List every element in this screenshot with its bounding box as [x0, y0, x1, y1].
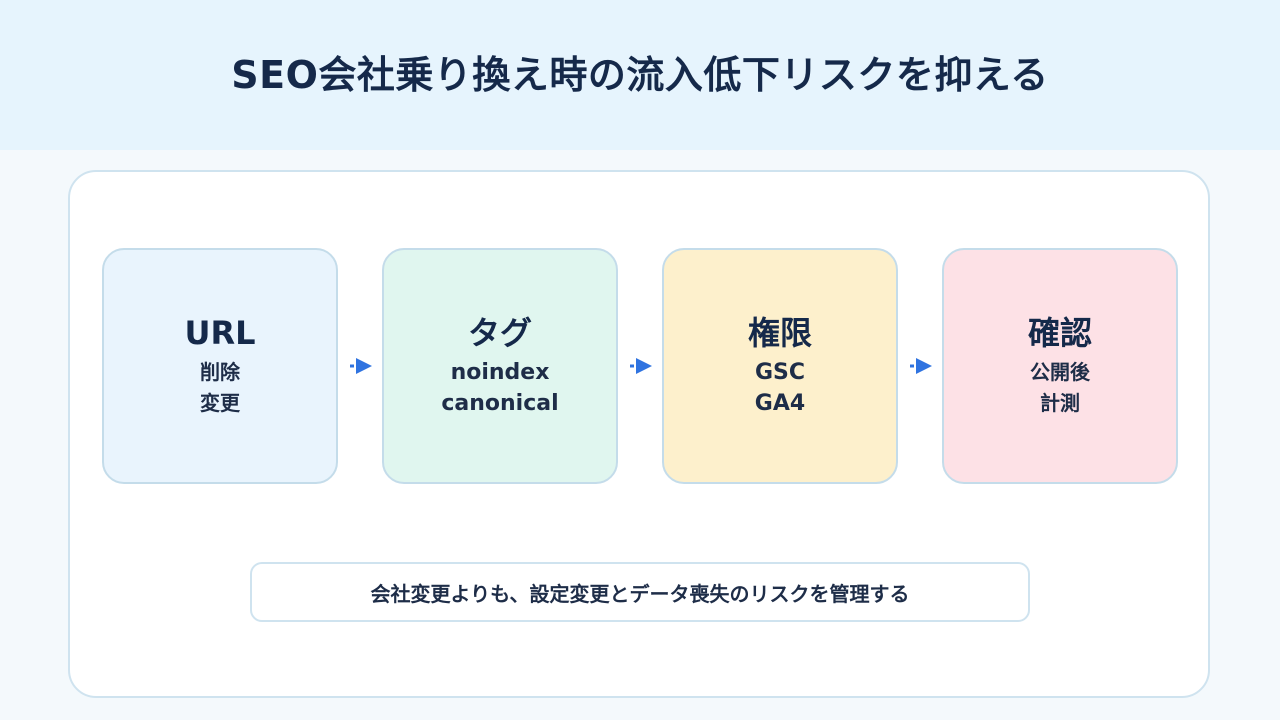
header-band: SEO会社乗り換え時の流入低下リスクを抑える: [0, 0, 1280, 150]
arrow-right-icon: [630, 358, 652, 374]
summary-note: 会社変更よりも、設定変更とデータ喪失のリスクを管理する: [250, 562, 1030, 622]
step-title: URL: [184, 314, 256, 352]
arrow-right-icon: [910, 358, 932, 374]
step-card-tag: タグ noindex canonical: [382, 248, 618, 484]
step-line: canonical: [441, 391, 559, 416]
page-title: SEO会社乗り換え時の流入低下リスクを抑える: [231, 52, 1049, 97]
step-line: GA4: [754, 391, 806, 416]
step-title: 権限: [747, 314, 812, 352]
summary-note-text: 会社変更よりも、設定変更とデータ喪失のリスクを管理する: [370, 581, 910, 606]
step-line: noindex: [450, 360, 550, 385]
step-line: 削除: [200, 360, 240, 384]
step-line: 公開後: [1030, 360, 1090, 384]
step-title: タグ: [467, 314, 532, 352]
step-line: 変更: [200, 391, 240, 415]
step-line: 計測: [1040, 391, 1080, 415]
step-card-permission: 権限 GSC GA4: [662, 248, 898, 484]
arrow-right-icon: [350, 358, 372, 374]
step-title: 確認: [1027, 314, 1092, 352]
step-card-check: 確認 公開後 計測: [942, 248, 1178, 484]
step-line: GSC: [754, 360, 806, 385]
step-card-url: URL 削除 変更: [102, 248, 338, 484]
